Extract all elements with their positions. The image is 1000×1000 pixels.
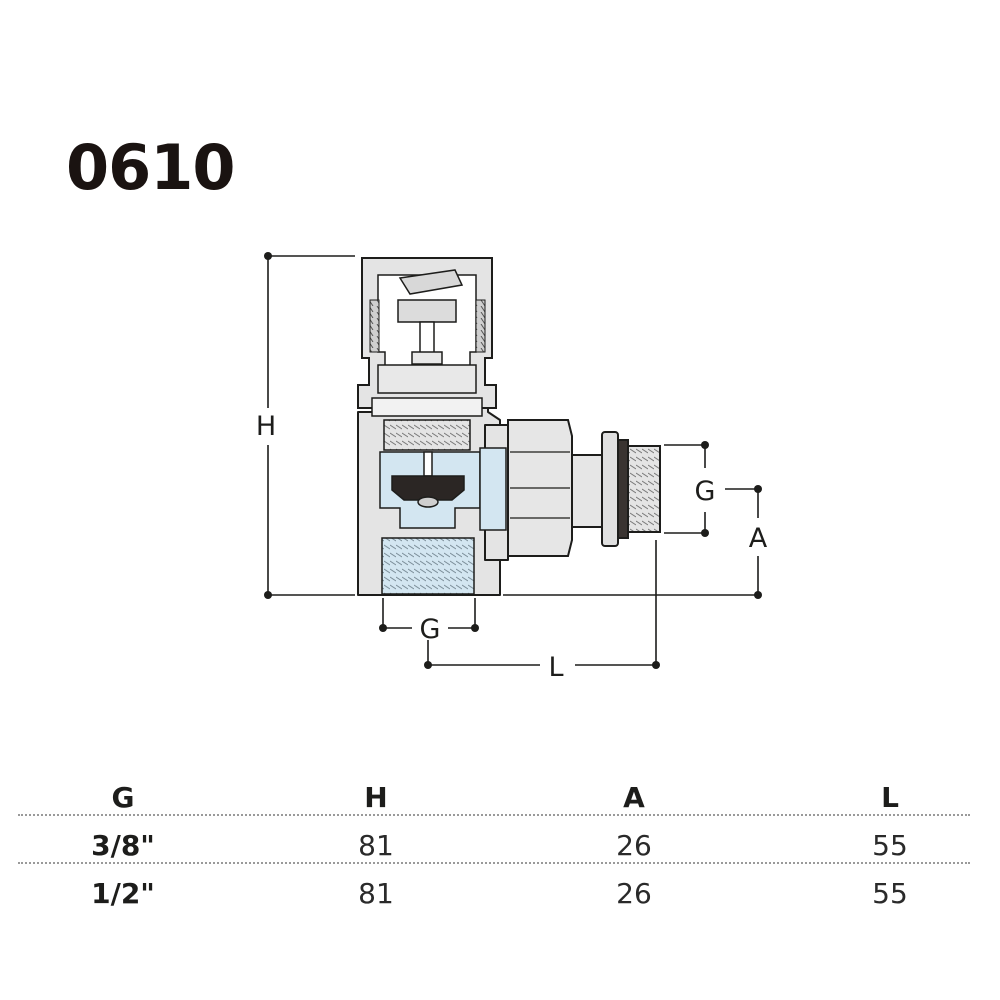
table-header-row: G H A L xyxy=(18,774,970,822)
dim-label-a: A xyxy=(749,523,768,554)
table-rule xyxy=(18,814,970,816)
table-cell-l: 55 xyxy=(872,877,908,910)
table-row: 1/2" 81 26 55 xyxy=(18,870,970,918)
dimension-lines xyxy=(264,252,762,669)
table-header-a: A xyxy=(623,781,645,814)
table-cell-g: 1/2" xyxy=(91,877,155,910)
dimension-labels: H G L G A xyxy=(256,411,768,683)
valve-technical-drawing: H G L G A xyxy=(256,252,768,683)
table-row: 3/8" 81 26 55 xyxy=(18,822,970,870)
valve-internals xyxy=(379,419,507,595)
table-header-l: L xyxy=(881,781,899,814)
dimensions-table: G H A L 3/8" 81 26 55 1/2" 81 26 55 xyxy=(18,774,970,918)
table-rule xyxy=(18,862,970,864)
dim-label-h: H xyxy=(256,411,276,442)
table-cell-a: 26 xyxy=(616,877,652,910)
table-cell-l: 55 xyxy=(872,829,908,862)
dim-label-l: L xyxy=(548,652,563,683)
dim-label-g-bottom: G xyxy=(420,614,441,645)
table-header-g: G xyxy=(111,781,135,814)
table-cell-g: 3/8" xyxy=(91,829,155,862)
product-code-title: 0610 xyxy=(66,131,236,204)
union-nut xyxy=(507,419,661,557)
table-cell-h: 81 xyxy=(358,877,394,910)
table-cell-h: 81 xyxy=(358,829,394,862)
table-header-h: H xyxy=(364,781,388,814)
valve-head-cap xyxy=(357,257,497,417)
table-cell-a: 26 xyxy=(616,829,652,862)
dim-label-g-side: G xyxy=(695,476,716,507)
